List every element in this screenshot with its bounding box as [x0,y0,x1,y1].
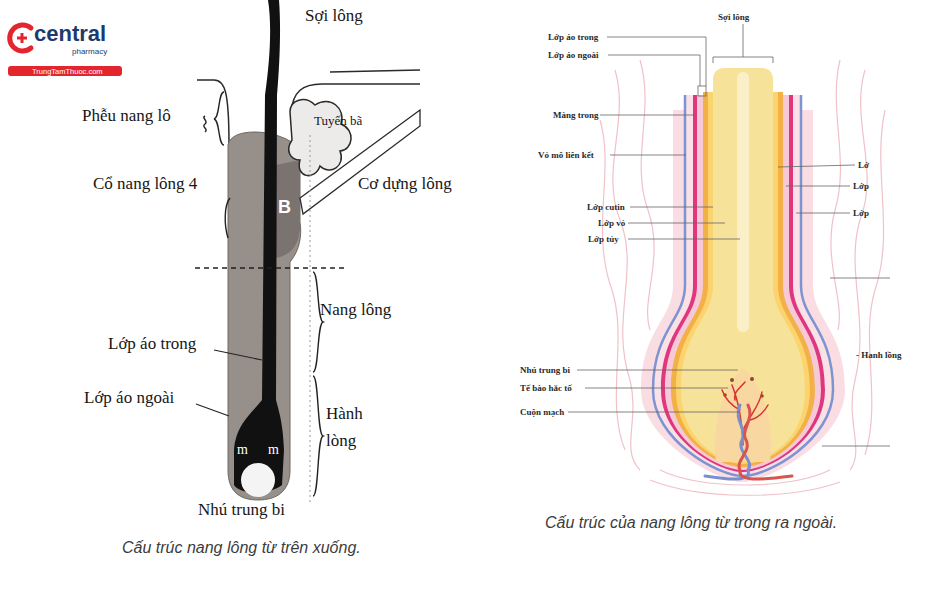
part-label: Cuộn mạch [520,407,564,418]
part-label: Lớp áo ngoài [548,50,599,61]
skin-surface [197,80,229,145]
hair-shaft [234,0,284,493]
part-label: - Hanh lồng [856,350,902,361]
leader-line [568,412,740,413]
part-label: Tế bào hắc tố [520,383,572,394]
level-line [195,267,345,269]
bracket [204,116,206,132]
bracket [313,272,323,372]
leader-line [196,404,229,416]
part-label: Lớp tủy [588,234,619,245]
leader-line [822,446,890,447]
part-label: Cơ dựng lông [358,174,452,194]
part-label: Lớp áo ngoài [84,388,174,408]
leader-line [610,155,686,156]
leader-line [630,207,713,208]
part-label: Nang lông [320,300,391,320]
connective-texture [831,60,841,330]
part-label: Lớp áo trong [108,334,196,354]
bracket [313,376,323,496]
leader-line [568,24,890,446]
leader-line [196,350,262,416]
cell-letter: m [237,442,248,459]
region-letter: B [278,197,291,219]
part-label: Lớp áo trong [548,32,598,43]
leader-line [778,165,855,167]
blood-vessel [705,405,750,479]
part-label: Nhú trung bi [520,365,570,376]
part-label: Phễu nang lô [82,106,171,126]
part-label: Vỏ mô liên kết [538,150,594,161]
level-line [195,135,345,505]
bracket [214,92,224,145]
connective-texture [600,120,625,450]
part-label: Tuyến bã [314,113,362,129]
melanocyte [723,377,764,398]
leader-line [698,86,706,96]
logo-icon [8,66,122,76]
medulla [737,72,749,332]
dermal-papilla [241,463,275,497]
part-label: Lớ [858,160,869,171]
part-label: Lớp cutin [587,202,625,213]
logo-icon [17,33,27,43]
logo-icon [10,25,31,51]
part-label: Lớp [853,181,869,192]
melanocyte [730,378,734,382]
leader-line [713,24,773,63]
leader-line [608,55,700,86]
figure-caption: Cấu trúc nang lông từ trên xuống. [122,538,361,557]
logo-subtitle: pharmacy [72,48,107,56]
leader-line [628,239,740,240]
level-line [310,135,311,505]
logo-wordmark: central [34,23,106,45]
blood-vessel [739,405,792,479]
part-label: Màng trong [553,110,599,121]
leader-line [786,186,850,187]
part-label: Sợi lông [718,12,749,23]
connective-texture [850,70,867,470]
part-label: Hành lòng [326,400,376,454]
arrector-muscle [300,110,420,214]
melanocyte [750,377,754,381]
dermal-papilla [715,368,771,462]
part-label: Lớp vỏ [598,218,625,229]
cell-letter: m [268,442,279,459]
connective-texture [640,60,654,330]
sebaceous-gland [289,100,351,176]
bulge-region [276,160,300,258]
leader-line [585,388,728,389]
part-label: Cổ nang lông 4 [93,174,197,194]
part-label: Lớp [853,208,869,219]
logo-url: TrungTamThuoc.com [32,68,103,76]
part-label: Nhú trung bi [198,500,285,520]
leader-line [830,278,890,279]
hair-shaft [681,68,805,462]
leader-line [214,350,262,360]
skin-surface [330,70,420,72]
connective-texture [650,480,840,495]
bracket [225,198,230,238]
blood-vessel [705,382,792,479]
leader-line [607,37,706,86]
part-label: Sợi lông [305,6,363,26]
leader-line [600,115,695,116]
leader-line [577,370,738,371]
figure-caption: Cấu trúc của nang lông từ trong ra ngoài… [545,513,837,532]
leader-line [796,213,850,214]
bracket [204,92,323,496]
leader-line [628,223,725,224]
